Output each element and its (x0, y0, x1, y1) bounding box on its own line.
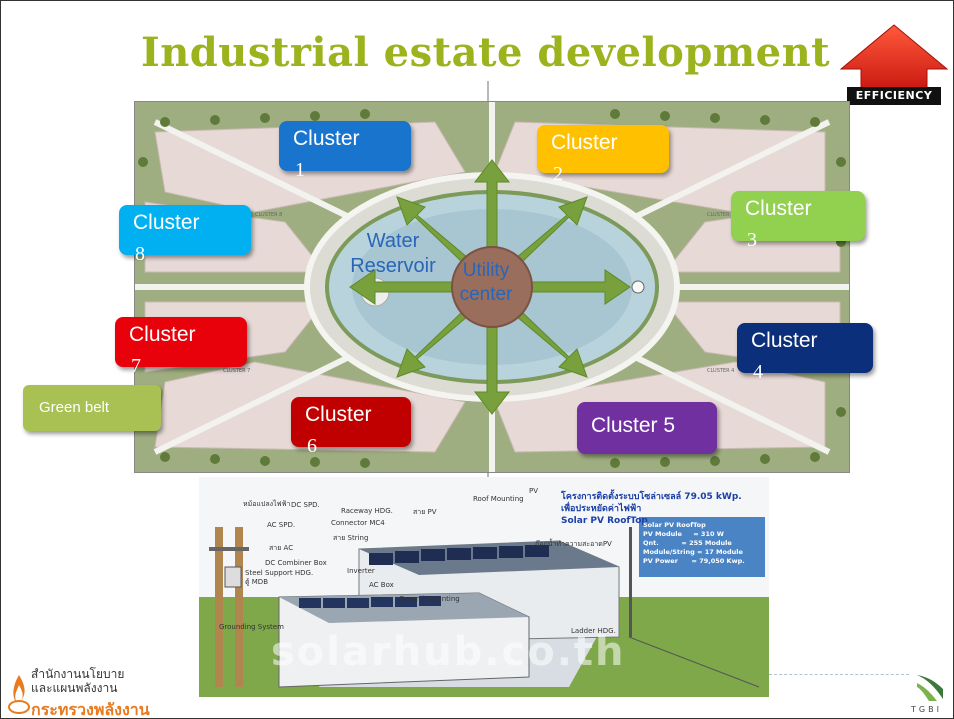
page-title: Industrial estate development (141, 29, 831, 76)
cluster-2-number: 2 (553, 163, 563, 185)
cluster-2-box: Cluster 2 (537, 125, 669, 185)
cluster-1-number: 1 (295, 159, 305, 181)
pv-label-inverter: Inverter (347, 567, 375, 575)
cluster-6-number: 6 (307, 435, 317, 457)
utility-center-label: Utility center (459, 260, 513, 305)
footer-agency-line2: และแผนพลังงาน (31, 681, 118, 695)
pv-label-sai-ac: สาย AC (269, 544, 294, 552)
ministry-flame-logo-icon (8, 675, 30, 714)
cluster-4-label: Cluster (751, 329, 818, 352)
pv-label-pv: PV (529, 487, 539, 495)
water-reservoir-label: Water Reservoir (350, 230, 436, 277)
cluster-3-box: Cluster 3 (731, 191, 865, 251)
footer-agency-line1: สำนักงานนโยบาย (31, 667, 125, 681)
pv-heading-line1: โครงการติดตั้งระบบโซล่าเซลล์ 79.05 kWp. (561, 492, 742, 502)
cluster-3-number: 3 (747, 229, 757, 251)
map-label-cluster-4: CLUSTER 4 (707, 368, 735, 374)
cluster-1-label: Cluster (293, 127, 360, 150)
pv-label-ac-spd: AC SPD. (267, 521, 296, 529)
cluster-8-label: Cluster (133, 211, 200, 234)
cluster-7-number: 7 (131, 355, 141, 377)
pv-label-roof-mounting: Roof Mounting (473, 495, 524, 503)
pv-label-mdb: ตู้ MDB (245, 578, 269, 586)
pv-label-grounding: Grounding System (219, 623, 284, 631)
pv-label-connector: Connector MC4 (331, 519, 385, 527)
pv-label-dc-combiner: DC Combiner Box (265, 559, 327, 567)
pv-heading-line3: Solar PV RoofTop (561, 516, 648, 526)
cluster-5-box: Cluster 5 (577, 402, 717, 454)
green-belt-box: Green belt (23, 385, 161, 431)
footer-agency-name: สำนักงานนโยบาย และแผนพลังงาน (31, 667, 124, 695)
map-label-cluster-7: CLUSTER 7 (223, 368, 251, 374)
pv-label-clean-kit: ก๊อกน้ำทำความสะอาดPV (535, 540, 612, 548)
cluster-1-box: Cluster 1 (279, 121, 411, 181)
cluster-7-label: Cluster (129, 323, 196, 346)
pv-building-drawing (199, 477, 769, 697)
pv-label-ac-box: AC Box (369, 581, 394, 589)
footer-ministry-name: กระทรวงพลังงาน (31, 700, 150, 719)
solar-pv-diagram: โครงการติดตั้งระบบโซล่าเซลล์ 79.05 kWp. … (199, 477, 769, 697)
pv-label-steel-support: Steel Support HDG. (245, 569, 314, 577)
efficiency-badge: EFFICIENCY (847, 87, 941, 105)
footer-dashed-line (769, 674, 909, 675)
pv-label-hdg: Ladder HDG. (571, 627, 616, 635)
tgbi-logo-icon (917, 675, 943, 701)
pv-label-raceway: Raceway HDG. (341, 507, 393, 515)
map-label-cluster-3: CLUSTER 3 (707, 212, 735, 218)
cluster-5-label: Cluster 5 (591, 414, 676, 437)
cluster-4-box: Cluster 4 (737, 323, 873, 383)
pv-label-ground-mounting: Ground Mounting (399, 595, 460, 603)
cluster-8-number: 8 (135, 243, 145, 265)
pv-label-transformer: หม้อแปลงไฟฟ้า (243, 500, 291, 508)
pv-spec-table: Solar PV RoofTop PV Module = 310 W Qnt. … (643, 521, 745, 565)
pv-heading-line2: เพื่อประหยัดค่าไฟฟ้า (561, 504, 642, 514)
cluster-2-label: Cluster (551, 131, 618, 154)
cluster-7-box: Cluster 7 (115, 317, 247, 377)
cluster-6-box: Cluster 6 (291, 397, 411, 457)
tgbi-label: TGBI (911, 705, 942, 714)
cluster-6-label: Cluster (305, 403, 372, 426)
pv-heading: โครงการติดตั้งระบบโซล่าเซลล์ 79.05 kWp. … (561, 491, 742, 527)
map-label-cluster-8: CLUSTER 8 (255, 212, 283, 218)
pv-label-sai-string: สาย String (333, 534, 369, 542)
pv-label-sai-pv: สาย PV (413, 508, 437, 516)
cluster-4-number: 4 (753, 361, 763, 383)
pv-watermark: solarhub.co.th (271, 629, 626, 675)
cluster-3-label: Cluster (745, 197, 812, 220)
pv-label-dc-spd: DC SPD. (291, 501, 320, 509)
cluster-8-box: Cluster 8 (119, 205, 251, 265)
